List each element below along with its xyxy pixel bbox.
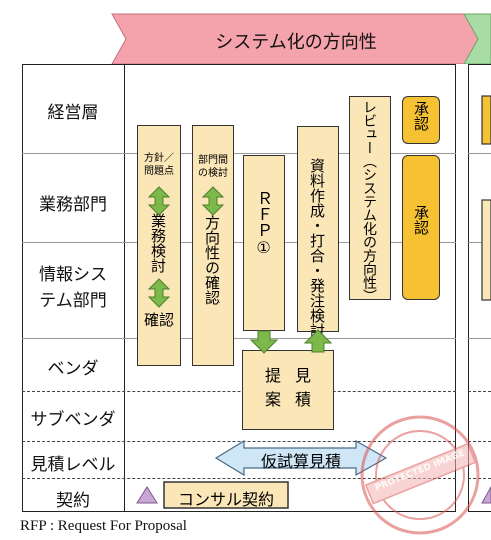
col1-bottom-text: 確認 [143,311,174,329]
row-separator-dashed [22,391,456,392]
consul-contract-text: コンサル契約 [177,490,274,509]
row-label-vendor: ベンダ [47,359,99,379]
col2-main-text: 方向性の確認 [203,215,221,305]
col2-note-line1: 部門間 [198,155,228,166]
row-label-johosys-line1: 情報シス [39,265,107,285]
row-label-keiei: 経営層 [47,103,99,123]
shonin-text-large: 承認 [412,205,430,235]
rfp-text: ＲＦＰ① [254,190,273,257]
row-separator [22,338,456,339]
header-title: システム化の方向性 [215,32,377,53]
label-column-divider [124,64,125,512]
shiryo-text: 資料作成・打合・発注検討 [308,158,326,338]
row-separator [468,153,491,154]
teian-mitsumori-box [242,350,334,430]
col2-note: 部門間 の検討 [192,154,234,180]
row-label-johosys: 情報シス テム部門 [22,262,124,314]
col1-main-text: 業務検討 [149,213,167,273]
row-separator [468,242,491,243]
triangle-marker [136,486,158,504]
row-separator-dashed [22,441,456,442]
review-text: レビュー（システム化の方向性） [361,100,377,303]
arrow-up-shiryo [303,329,333,353]
next-phase-frame [468,64,491,512]
row-separator-dashed [22,478,456,479]
shonin-box-small [402,96,440,144]
row-separator-dashed [468,441,491,442]
mitsumori-text: 見積 [294,366,311,409]
row-separator [22,153,456,154]
col1-note-line2: 問題点 [144,166,174,177]
swimlane-frame [22,64,456,512]
row-label-subvendor: サブベンダ [30,410,116,430]
arrow-down-rfp [249,330,279,354]
row-separator [468,338,491,339]
kari-mitsumori-text: 仮試算見積 [260,452,341,471]
col1-note-line1: 方針／ [144,153,174,164]
header-chevron-green [463,13,491,64]
row-label-keiyaku: 契約 [56,491,90,511]
row-separator-dashed [468,391,491,392]
teian-text: 提案 [264,366,281,409]
rfp-box [243,155,285,331]
shonin-text-small: 承認 [412,101,430,131]
protected-stamp-watermark [360,415,480,535]
col1-note: 方針／ 問題点 [138,152,180,178]
row-label-gyomu: 業務部門 [39,195,107,215]
gyomu-kento-box [137,125,181,366]
row-separator [22,242,456,243]
double-arrow-col1-upper [147,186,171,216]
header-banner [111,13,491,64]
next-phase-box-hint [481,199,491,301]
shiryo-box [297,126,339,332]
row-label-johosys-line2: テム部門 [39,291,107,311]
col2-note-line2: の検討 [198,168,228,179]
hokosei-kakunin-box [192,125,234,366]
footer-note: RFP : Request For Proposal [20,518,187,534]
double-arrow-col2 [201,186,225,216]
review-box [349,96,391,300]
shonin-box-large [402,155,440,300]
next-phase-box-hint [481,95,491,145]
double-arrow-col1-lower [147,278,171,308]
kari-mitsumori-arrow [214,439,388,477]
row-label-mitsumori: 見積レベル [30,455,116,475]
next-phase-triangle [481,485,491,504]
consul-contract-box [163,481,289,509]
row-separator-dashed [468,478,491,479]
